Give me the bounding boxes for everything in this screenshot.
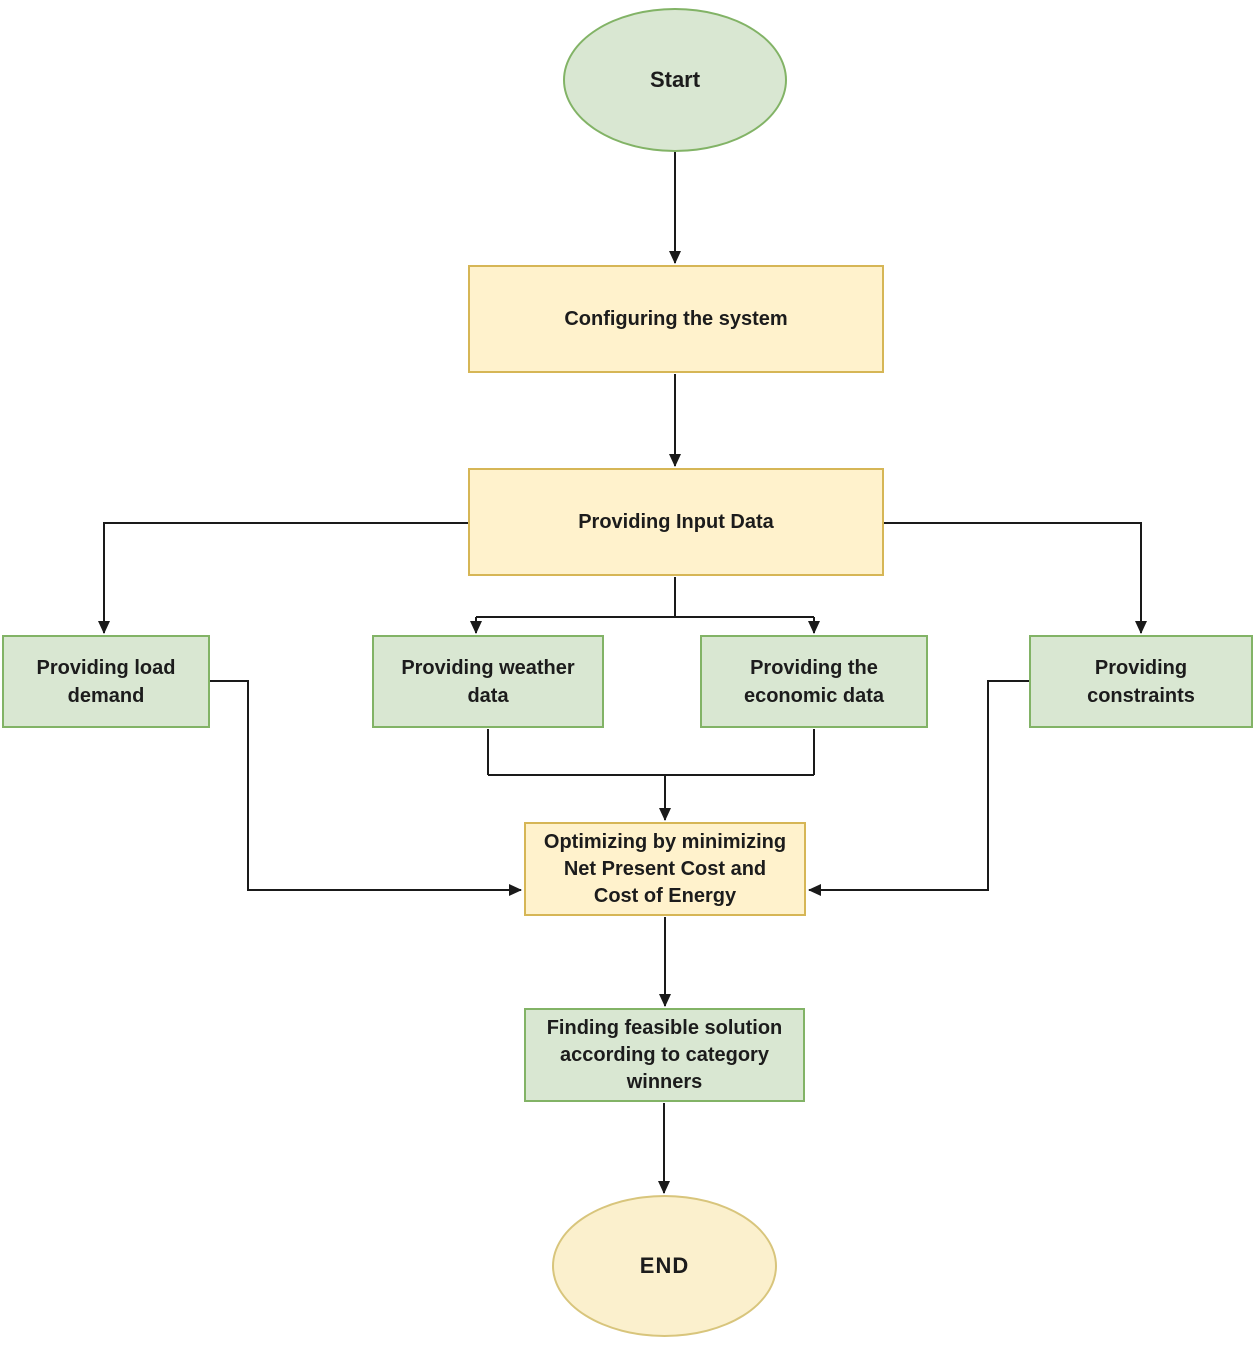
node-providing-input-data: Providing Input Data — [468, 468, 884, 576]
node-input-data-label: Providing Input Data — [578, 511, 774, 533]
arrow-constraints-to-optimizing — [808, 680, 1029, 896]
node-optimizing: Optimizing by minimizing Net Present Cos… — [524, 822, 806, 916]
arrow-input-to-constraints — [884, 522, 1147, 634]
node-feasible-solution-label: Finding feasible solution according to c… — [546, 1016, 783, 1093]
node-weather-data-label: Providing weather data — [401, 656, 575, 707]
node-providing-weather-data: Providing weather data — [372, 635, 604, 728]
node-load-demand-label: Providing load demand — [36, 656, 176, 707]
node-economic-data-label: Providing the economic data — [743, 656, 885, 707]
node-providing-constraints: Providing constraints — [1029, 635, 1253, 728]
node-optimizing-label: Optimizing by minimizing Net Present Cos… — [543, 830, 787, 907]
node-feasible-solution: Finding feasible solution according to c… — [524, 1008, 805, 1102]
node-providing-load-demand: Providing load demand — [2, 635, 210, 728]
node-start-label: Start — [649, 66, 701, 92]
node-configuring-label: Configuring the system — [564, 308, 788, 330]
node-providing-economic-data: Providing the economic data — [700, 635, 928, 728]
node-start: Start — [563, 8, 787, 152]
node-configuring-system: Configuring the system — [468, 265, 884, 373]
node-constraints-label: Providing constraints — [1087, 656, 1195, 707]
node-end-label: END — [639, 1252, 690, 1278]
arrow-input-to-load-demand — [98, 522, 468, 634]
arrow-load-demand-to-optimizing — [210, 680, 522, 896]
node-end: END — [552, 1195, 777, 1337]
